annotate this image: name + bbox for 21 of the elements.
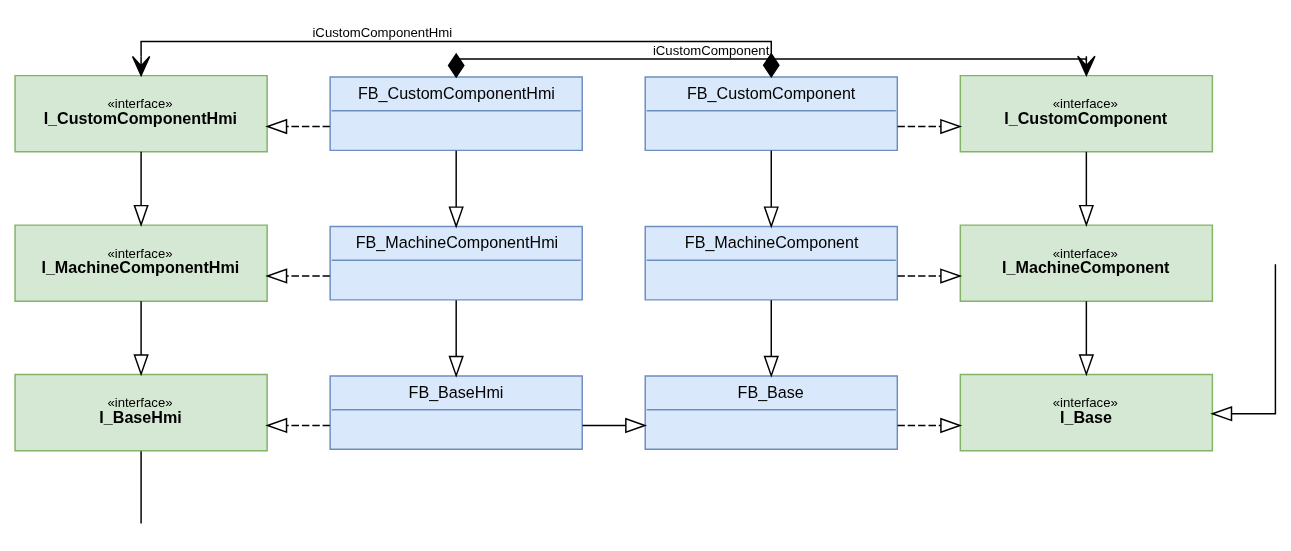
arrow <box>896 267 963 284</box>
arrow <box>265 267 331 284</box>
arrow <box>896 417 963 433</box>
arrow <box>265 417 331 433</box>
arrow <box>763 298 779 378</box>
connector <box>140 450 142 524</box>
arrow <box>1078 150 1095 227</box>
arrow <box>133 150 149 227</box>
edge-label: iCustomComponentHmi <box>312 24 453 40</box>
arrow <box>1078 300 1095 376</box>
arrow <box>447 52 1096 78</box>
edge-label: iCustomComponent <box>652 42 770 58</box>
arrow <box>1210 262 1277 421</box>
arrow <box>131 40 780 78</box>
arrow <box>133 300 149 376</box>
arrow <box>896 118 963 134</box>
arrow <box>581 417 648 433</box>
arrow <box>763 149 779 228</box>
arrow <box>265 118 331 134</box>
arrow <box>448 149 464 228</box>
arrow <box>448 298 464 378</box>
